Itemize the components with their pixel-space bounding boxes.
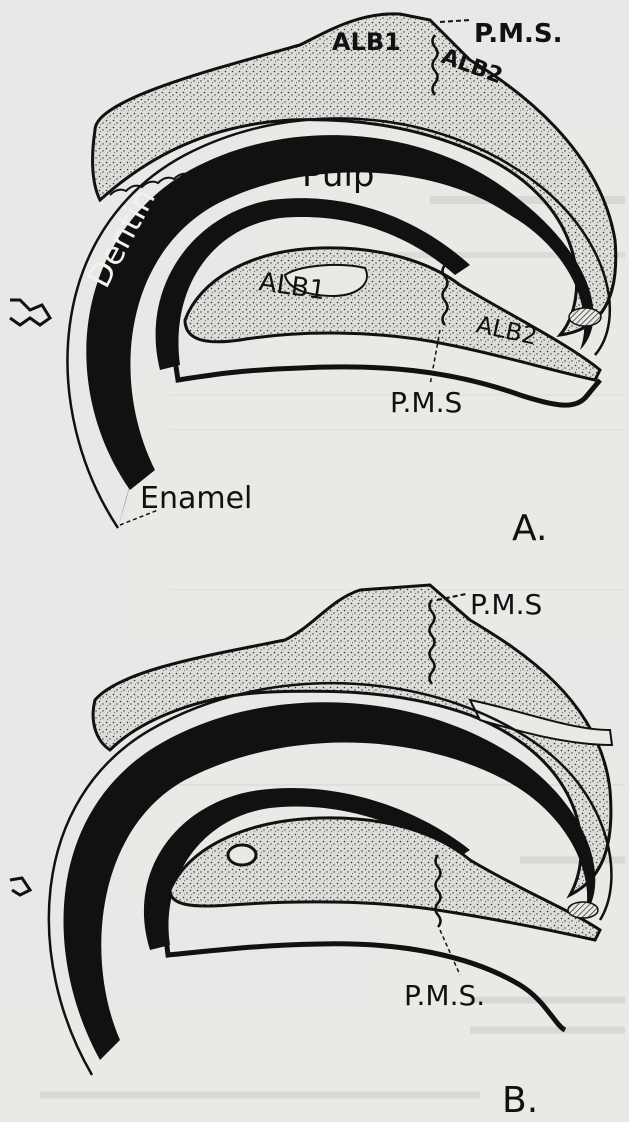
panel-a-panel-label: A. — [512, 508, 547, 549]
panel-a-label-enamel: Enamel — [140, 481, 252, 516]
panel-a-label-pms-top: P.M.S. — [474, 19, 563, 49]
panel-b-label-pms-top: P.M.S — [470, 588, 542, 621]
panel-a-hatched-tip — [569, 308, 601, 326]
panel-a-label-alb1-top: ALB1 — [332, 28, 401, 56]
panel-a-label-pulp: Pulp — [302, 155, 374, 195]
panel-b-label-pms-bottom: P.M.S. — [404, 979, 485, 1012]
panel-b-marrow-space — [228, 845, 256, 865]
panel-b-panel-label: B. — [502, 1080, 538, 1121]
panel-b-hatched-tip — [568, 902, 598, 918]
panel-a-label-pms-bottom: P.M.S — [390, 386, 462, 419]
